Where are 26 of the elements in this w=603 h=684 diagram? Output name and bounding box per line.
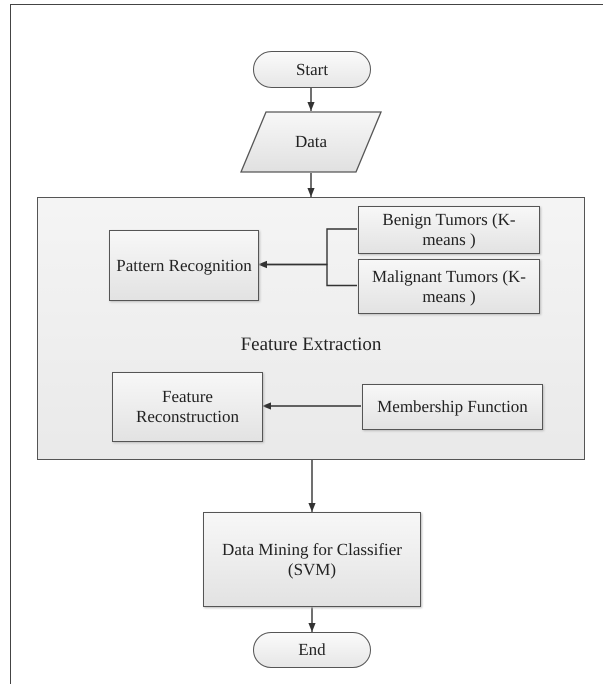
data-parallelogram bbox=[240, 111, 382, 173]
node-label: Malignant Tumors (K-means ) bbox=[371, 266, 527, 306]
node-label: Feature Reconstruction bbox=[135, 387, 240, 427]
node-label: Membership Function bbox=[377, 397, 528, 417]
terminator-shape bbox=[253, 51, 371, 88]
process-box bbox=[358, 206, 540, 254]
arrow bbox=[308, 460, 316, 512]
process-box bbox=[362, 384, 543, 430]
process-box bbox=[203, 512, 421, 607]
arrow bbox=[262, 402, 361, 410]
node-label: End bbox=[298, 640, 326, 660]
node-label: Benign Tumors (K-means ) bbox=[381, 210, 517, 250]
node-label: Pattern Recognition bbox=[116, 256, 252, 276]
process-container bbox=[37, 197, 585, 460]
arrow bbox=[307, 88, 315, 111]
terminator-shape bbox=[253, 632, 371, 668]
arrow bbox=[308, 607, 316, 632]
arrow bbox=[307, 173, 315, 197]
process-box bbox=[358, 259, 540, 314]
node-label: Data Mining for Classifier (SVM) bbox=[221, 540, 403, 580]
node-label: Data bbox=[294, 132, 328, 152]
node-label: Start bbox=[296, 60, 328, 80]
arrow bbox=[258, 260, 357, 286]
process-box bbox=[109, 230, 259, 301]
process-box bbox=[112, 372, 263, 442]
group-title: Feature Extraction bbox=[240, 335, 382, 355]
